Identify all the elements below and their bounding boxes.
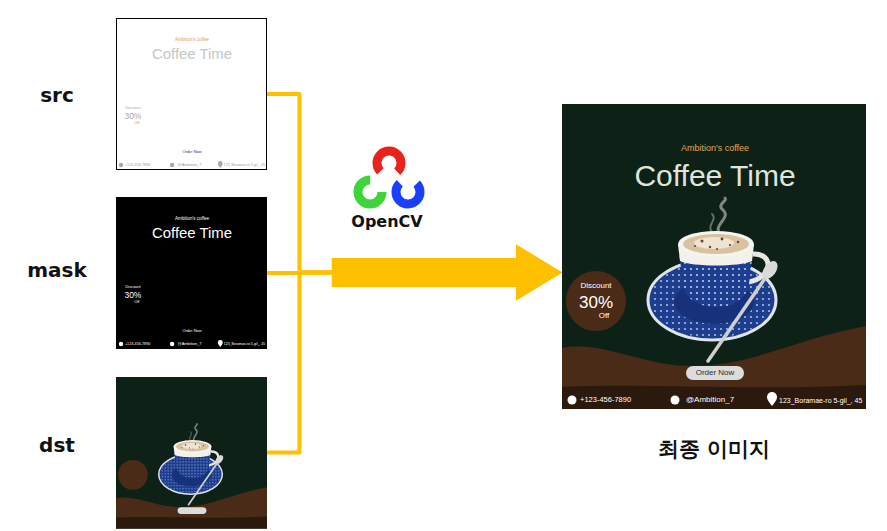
poster-frame: Ambition's coffeeCoffee TimeDiscount30%O… xyxy=(116,197,267,348)
phone-number: +123-456-7890 xyxy=(125,163,150,167)
arrow-body xyxy=(332,245,562,301)
arrow-branch xyxy=(267,273,334,453)
src-icons xyxy=(119,161,223,168)
phone-number: +123-456-7890 xyxy=(580,396,631,404)
address-text: 123_Boramae-ro 5-gil_, 45 xyxy=(779,397,862,404)
poster-frame: Ambition's coffeeCoffee TimeDiscount30%O… xyxy=(562,104,866,409)
image-panel: Ambition's coffeeCoffee TimeDiscount30%O… xyxy=(562,104,866,409)
brand-name: Ambition's coffee xyxy=(681,144,749,153)
opencv-logo xyxy=(358,146,425,209)
discount-value: 30% xyxy=(579,294,613,311)
brand-name: Ambition's coffee xyxy=(175,217,209,221)
discount-text: Off xyxy=(599,312,610,320)
dst-image xyxy=(116,377,267,528)
mask-image xyxy=(116,197,267,349)
poster-frame xyxy=(116,377,267,528)
address-text: 123_Boramae-ro 5-gil_, 45 xyxy=(224,342,265,345)
discount-text: Discount xyxy=(580,282,611,290)
poster-title: Coffee Time xyxy=(634,161,795,191)
final-icons xyxy=(568,392,778,406)
image-label: 최종 이미지 xyxy=(562,438,866,461)
discount-text: Discount xyxy=(125,106,140,110)
arrow-body xyxy=(332,245,562,301)
logo-ring-blue xyxy=(391,175,425,209)
merge-arrow xyxy=(267,94,562,301)
phone-number: +123-456-7890 xyxy=(125,342,150,346)
image-panel: Ambition's coffeeCoffee TimeDiscount30%O… xyxy=(116,197,267,349)
src-image xyxy=(117,19,267,170)
discount-value: 30% xyxy=(124,112,141,120)
poster-title: Coffee Time xyxy=(152,225,232,240)
discount-text: Off xyxy=(134,300,139,304)
logo-ring-red xyxy=(372,146,406,180)
merge-arrow xyxy=(267,245,562,453)
button-text: Order Now xyxy=(182,329,201,333)
image-label: src xyxy=(7,84,107,106)
social-handle: @Ambition_7 xyxy=(178,163,202,167)
mask-icons xyxy=(119,340,223,347)
social-handle: @Ambition_7 xyxy=(686,396,734,404)
image-label: dst xyxy=(7,434,107,456)
poster-frame: Ambition's coffeeCoffee TimeDiscount30%O… xyxy=(116,18,267,169)
library-name: OpenCV xyxy=(351,214,422,230)
discount-text: Discount xyxy=(125,285,140,289)
button-text: Order Now xyxy=(696,369,735,377)
discount-text: Off xyxy=(134,121,139,125)
connector-group xyxy=(267,94,562,453)
image-label: mask xyxy=(7,259,107,281)
arrow-branch xyxy=(267,94,334,273)
poster-title: Coffee Time xyxy=(152,46,232,61)
final-image xyxy=(562,104,866,409)
image-panel: dst xyxy=(116,377,267,528)
brand-name: Ambition's coffee xyxy=(175,38,209,42)
logo-ring-green xyxy=(358,180,382,204)
address-text: 123_Boramae-ro 5-gil_, 45 xyxy=(224,163,265,166)
social-handle: @Ambition_7 xyxy=(178,342,202,346)
discount-value: 30% xyxy=(124,291,141,299)
arrow-body xyxy=(332,245,562,301)
button-text: Order Now xyxy=(182,150,201,154)
image-panel: Ambition's coffeeCoffee TimeDiscount30%O… xyxy=(116,18,267,170)
